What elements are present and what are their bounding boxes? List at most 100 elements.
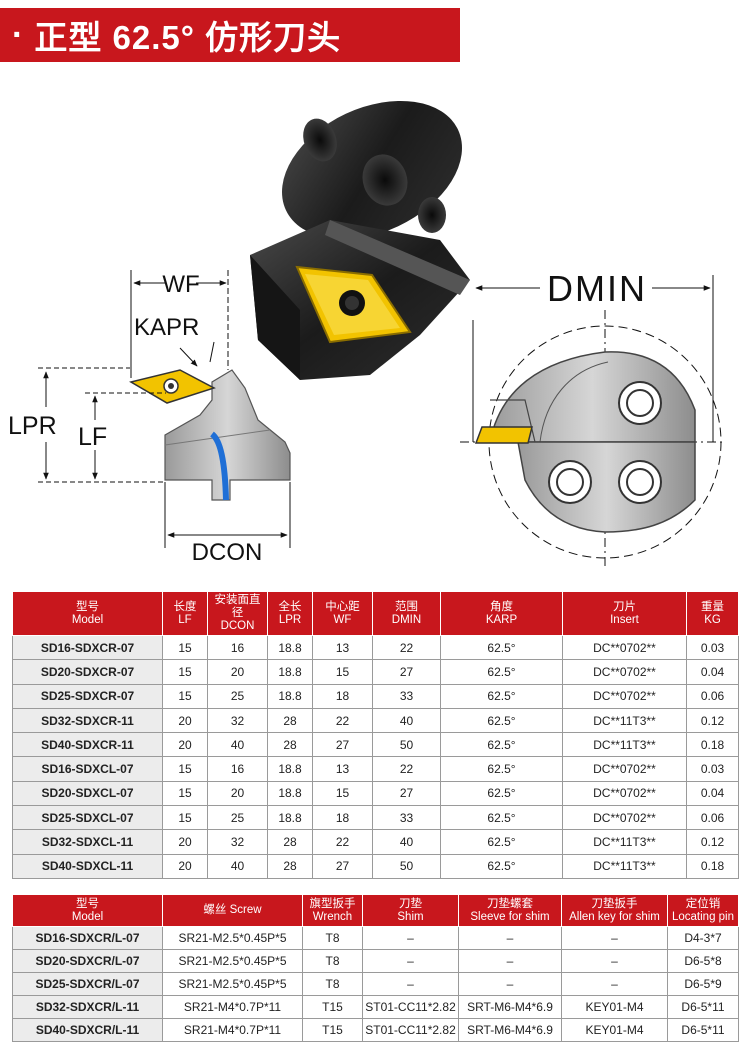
page-title: 正型 62.5° 仿形刀头 [34,19,342,56]
table-cell: T8 [302,926,363,950]
wf-label: WF [162,271,199,298]
table-cell: 20 [162,829,208,855]
table-cell: 15 [162,659,208,685]
table-cell: 25 [207,683,268,709]
table-cell: 18.8 [267,780,313,807]
header-label-en: LPR [278,613,302,626]
kapr-label: KAPR [134,314,199,341]
table-cell: 28 [267,853,313,879]
header-label-en: KARP [485,613,518,626]
table-cell: 22 [372,634,441,661]
table-cell: – [561,926,668,950]
table-cell: – [458,972,562,996]
tool-diagram: WF KAPR LPR LF DCON [0,70,750,580]
model-cell: SD32-SDXCR-11 [12,707,163,734]
model-cell: SD40-SDXCR/L-11 [12,1018,163,1042]
table-cell: 22 [312,707,373,734]
dcon-label: DCON [192,539,263,566]
header-label-cn: 定位销 [685,897,721,910]
table-cell: 22 [312,829,373,855]
table-cell: 0.18 [686,732,739,758]
table-cell: DC**0702** [562,756,687,782]
model-cell: SD16-SDXCR/L-07 [12,926,163,950]
header-label-cn: 刀垫螺套 [487,897,533,910]
table-cell: KEY01-M4 [561,1018,668,1042]
table-cell: 20 [207,780,268,807]
header-label-cn: 刀垫扳手 [591,897,638,910]
insert-end-view [474,426,533,444]
table-cell: 40 [372,707,441,734]
table-cell: 15 [312,780,373,807]
table-cell: T8 [302,949,363,973]
table-cell: T8 [302,972,363,996]
table-cell: 18 [312,683,373,709]
header-label-en: Sleeve for shim [470,910,550,923]
table-cell: 15 [162,780,208,807]
table-cell: – [458,949,562,973]
header-label-en: KG [704,613,721,626]
table-cell: SR21-M4*0.7P*11 [162,1018,303,1042]
table-cell: 18.8 [267,634,313,661]
table-cell: – [561,972,668,996]
table-cell: 16 [207,756,268,782]
model-cell: SD20-SDXCR-07 [12,659,163,685]
table-cell: ST01-CC11*2.82 [362,1018,459,1042]
header-label-cn: 角度 [490,600,513,613]
header-label-en: LF [178,613,192,626]
table-cell: 33 [372,805,441,831]
table-cell: 18 [312,805,373,831]
table-cell: 62.5° [440,829,563,855]
table-cell: ST01-CC11*2.82 [362,995,459,1019]
table-cell: – [362,972,459,996]
model-cell: SD20-SDXCL-07 [12,780,163,807]
table-cell: DC**0702** [562,634,687,661]
table-cell: 0.12 [686,707,739,734]
end-view-drawing: DMIN [460,268,722,570]
coolant-channel [209,431,229,501]
header-label-cn: 型号 [76,897,99,910]
table-cell: 20 [162,853,208,879]
model-cell: SD25-SDXCR/L-07 [12,972,163,996]
table-cell: 18.8 [267,756,313,782]
model-cell: SD16-SDXCL-07 [12,756,163,782]
header-label-cn: 重量 [701,600,724,613]
table-cell: D6-5*8 [667,949,739,973]
header-label-cn: 刀垫 [399,897,422,910]
table-cell: – [362,926,459,950]
table-cell: SRT-M6-M4*6.9 [458,1018,562,1042]
header-label-en: Insert [610,613,639,626]
table-cell: 62.5° [440,853,563,879]
header-label-en: DCON [220,620,255,632]
model-cell: SD40-SDXCR-11 [12,732,163,758]
table-cell: D6-5*11 [667,1018,739,1042]
table-cell: 20 [207,659,268,685]
header-label-en: WF [333,613,352,626]
table-cell: T15 [302,995,363,1019]
header-label-en: Locating pin [671,910,735,923]
table-cell: 18.8 [267,805,313,831]
title-banner: · 正型 62.5° 仿形刀头 [0,8,460,62]
table-cell: D6-5*11 [667,995,739,1019]
header-label-en: Shim [397,910,424,923]
title-bullet: · [12,15,25,54]
table-cell: 0.04 [686,659,739,685]
table-cell: 62.5° [440,732,563,758]
model-cell: SD20-SDXCR/L-07 [12,949,163,973]
dmin-label: DMIN [547,268,647,309]
